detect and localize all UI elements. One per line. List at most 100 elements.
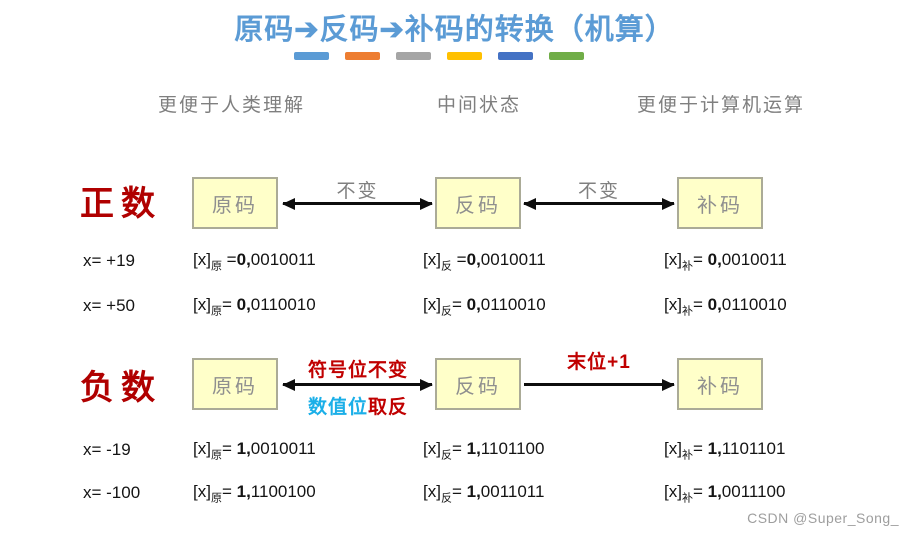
equals: = <box>221 482 237 501</box>
arrow-label-plus-one: 末位+1 <box>567 352 631 373</box>
box-yuanma-positive: 原码 <box>192 177 278 229</box>
sign-bit: 1, <box>236 439 251 458</box>
equals: = <box>692 439 708 458</box>
value-cell-bu: [x]补= 0,0110010 <box>664 295 787 318</box>
magnitude-bits: 1100100 <box>250 482 316 501</box>
arrow-label-unchanged-1: 不变 <box>336 181 379 202</box>
watermark: CSDN @Super_Song_ <box>747 510 899 526</box>
sign-bit: 1, <box>236 482 251 501</box>
value-cell-yuan: [x]原= 0,0110010 <box>193 295 316 318</box>
equals: = <box>221 295 237 314</box>
equals: = <box>221 250 237 269</box>
x-value-label: x= -100 <box>83 483 141 502</box>
x-bracket: [x] <box>193 482 211 501</box>
magnitude-bits: 1101100 <box>480 439 545 458</box>
x-bracket: [x] <box>664 295 682 314</box>
accent-bar <box>345 52 380 60</box>
box-buma-negative: 补码 <box>677 358 763 410</box>
equals: = <box>451 482 467 501</box>
accent-bars <box>294 52 584 60</box>
subscript: 原 <box>210 492 222 505</box>
x-bracket: [x] <box>193 295 211 314</box>
value-cell-fan: [x]反= 0,0110010 <box>423 295 546 318</box>
sign-bit: 1, <box>466 439 481 458</box>
magnitude-bits: 0011100 <box>721 482 786 501</box>
value-cell-yuan: [x]原= 1,1100100 <box>193 482 316 505</box>
subscript: 补 <box>681 305 693 318</box>
x-bracket: [x] <box>664 439 682 458</box>
equals: = <box>692 250 708 269</box>
equals: = <box>451 295 467 314</box>
arrow-label-signbit-unchanged: 符号位不变 <box>307 360 408 381</box>
double-arrow-positive-2 <box>524 202 674 205</box>
subscript: 补 <box>681 260 693 273</box>
page-title: 原码➔反码➔补码的转换（机算） <box>234 12 675 46</box>
x-value-label: x= +19 <box>83 251 135 270</box>
value-cell-bu: [x]补= 0,0010011 <box>664 250 787 273</box>
value-cell-bu: [x]补= 1,1101101 <box>664 439 785 462</box>
x-value-label: x= -19 <box>83 440 131 459</box>
value-cell-fan: [x]反= 1,0011011 <box>423 482 545 505</box>
magnitude-bits: 0110010 <box>721 295 787 314</box>
arrow-label-invert-bits: 数值位取反 <box>278 392 438 419</box>
subscript: 原 <box>210 305 222 318</box>
subscript: 反 <box>440 305 452 318</box>
double-arrow-negative-1 <box>283 383 432 386</box>
value-cell-bu: [x]补= 1,0011100 <box>664 482 786 505</box>
x-bracket: [x] <box>193 250 211 269</box>
magnitude-bits: 0010011 <box>480 250 546 269</box>
accent-bar <box>447 52 482 60</box>
single-arrow-negative-2 <box>524 383 674 386</box>
subscript: 补 <box>681 449 693 462</box>
value-cell-fan: [x]反 =0,0010011 <box>423 250 546 273</box>
magnitude-bits: 0010011 <box>250 250 316 269</box>
column-header-middle: 中间状态 <box>437 95 522 116</box>
magnitude-bits: 0110010 <box>250 295 316 314</box>
box-yuanma-negative: 原码 <box>192 358 278 410</box>
box-fanma-positive: 反码 <box>435 177 521 229</box>
x-bracket: [x] <box>664 250 682 269</box>
magnitude-bits: 0010011 <box>721 250 787 269</box>
x-bracket: [x] <box>664 482 682 501</box>
box-buma-positive: 补码 <box>677 177 763 229</box>
column-header-computer: 更便于计算机运算 <box>637 95 806 116</box>
accent-bar <box>294 52 329 60</box>
accent-bar <box>498 52 533 60</box>
x-bracket: [x] <box>423 439 441 458</box>
sign-bit: 1, <box>707 439 722 458</box>
value-cell-yuan: [x]原 =0,0010011 <box>193 250 316 273</box>
sign-bit: 0, <box>466 250 481 269</box>
subscript: 原 <box>210 260 222 273</box>
section-label-negative: 负数 <box>80 369 162 407</box>
magnitude-bits: 0011011 <box>480 482 545 501</box>
sign-bit: 0, <box>707 250 722 269</box>
x-bracket: [x] <box>423 295 441 314</box>
x-value-label: x= +50 <box>83 296 135 315</box>
double-arrow-positive-1 <box>283 202 432 205</box>
subscript: 补 <box>681 492 693 505</box>
sign-bit: 0, <box>707 295 722 314</box>
column-header-human: 更便于人类理解 <box>158 95 306 116</box>
section-label-positive: 正数 <box>80 185 162 223</box>
equals: = <box>451 439 467 458</box>
value-cell-yuan: [x]原= 1,0010011 <box>193 439 316 461</box>
x-bracket: [x] <box>423 482 441 501</box>
value-cell-fan: [x]反= 1,1101100 <box>423 439 545 462</box>
accent-bar <box>396 52 431 60</box>
sign-bit: 0, <box>236 250 251 269</box>
subscript: 反 <box>440 492 452 505</box>
arrow-label-unchanged-2: 不变 <box>577 181 620 202</box>
subscript: 反 <box>440 260 452 273</box>
equals: = <box>692 295 708 314</box>
magnitude-bits: 0110010 <box>480 295 546 314</box>
sign-bit: 1, <box>466 482 481 501</box>
equals: = <box>221 439 237 458</box>
x-bracket: [x] <box>193 439 211 458</box>
sign-bit: 1, <box>707 482 722 501</box>
sign-bit: 0, <box>236 295 251 314</box>
subscript: 反 <box>440 449 452 462</box>
x-bracket: [x] <box>423 250 441 269</box>
accent-bar <box>549 52 584 60</box>
label-invert: 取反 <box>368 397 409 418</box>
